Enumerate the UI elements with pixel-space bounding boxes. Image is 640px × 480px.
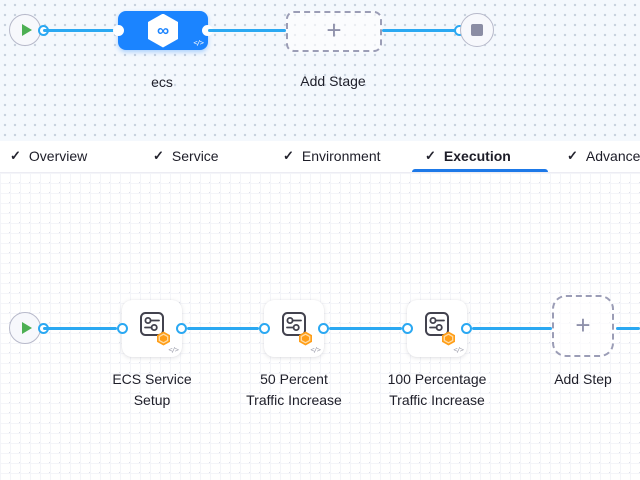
stage-label: ecs bbox=[151, 74, 173, 90]
plus-icon: + bbox=[326, 15, 342, 45]
tab-label: Overview bbox=[28, 148, 88, 164]
port bbox=[402, 323, 413, 334]
check-icon: ✓ bbox=[567, 148, 578, 163]
step-label: ECS Service Setup bbox=[82, 369, 222, 411]
connector-line bbox=[472, 327, 552, 330]
step-config-icon bbox=[140, 312, 164, 336]
step-node-ecs-service-setup[interactable]: </> bbox=[117, 300, 187, 357]
execution-start-node[interactable] bbox=[9, 312, 41, 344]
check-icon: ✓ bbox=[153, 148, 164, 163]
stop-icon bbox=[471, 24, 483, 36]
hexagon-badge-icon bbox=[442, 331, 455, 346]
tab-environment[interactable]: ✓ Environment bbox=[283, 141, 381, 171]
connector-line bbox=[187, 327, 259, 330]
play-icon bbox=[21, 322, 32, 334]
step-config-icon bbox=[282, 312, 306, 336]
connector-line bbox=[382, 29, 460, 32]
add-step-label: Add Step bbox=[554, 371, 612, 387]
plus-icon: + bbox=[575, 309, 591, 340]
tab-advanced[interactable]: ✓ Advanced bbox=[567, 141, 640, 171]
port bbox=[117, 323, 128, 334]
step-label-line2: Setup bbox=[133, 392, 171, 408]
step-node-100-percentage[interactable]: </> bbox=[402, 300, 472, 357]
hexagon-badge-icon bbox=[157, 331, 170, 346]
execution-graph-canvas[interactable]: </> ECS Service Setup </> bbox=[0, 173, 640, 480]
connector-line bbox=[329, 327, 402, 330]
connector-line bbox=[616, 327, 640, 330]
port bbox=[176, 323, 187, 334]
step-node-50-percent[interactable]: </> bbox=[259, 300, 329, 357]
tab-service[interactable]: ✓ Service bbox=[153, 141, 219, 171]
check-icon: ✓ bbox=[283, 148, 294, 163]
stage-node-ecs[interactable]: ∞ </> bbox=[113, 11, 213, 50]
step-label-line1: 100 Percentage bbox=[387, 371, 487, 387]
step-label-line1: ECS Service bbox=[112, 371, 192, 387]
tab-execution[interactable]: ✓ Execution bbox=[425, 141, 511, 171]
tab-label: Advanced bbox=[585, 148, 640, 164]
code-icon: </> bbox=[193, 39, 204, 47]
code-icon: </> bbox=[453, 346, 464, 354]
step-label-line2: Traffic Increase bbox=[246, 392, 342, 408]
check-icon: ✓ bbox=[10, 148, 21, 163]
add-stage-label: Add Stage bbox=[300, 73, 366, 89]
active-tab-underline bbox=[412, 169, 548, 172]
infinity-glyph: ∞ bbox=[156, 21, 170, 40]
harness-cd-hexagon-icon: ∞ bbox=[148, 13, 178, 48]
step-label-line1: 50 Percent bbox=[260, 371, 328, 387]
code-icon: </> bbox=[310, 346, 321, 354]
play-icon bbox=[21, 24, 32, 36]
port bbox=[461, 323, 472, 334]
tab-overview[interactable]: ✓ Overview bbox=[10, 141, 87, 171]
connector-line bbox=[43, 29, 118, 32]
tab-label: Environment bbox=[301, 148, 381, 164]
step-config-icon bbox=[425, 312, 449, 336]
code-icon: </> bbox=[168, 346, 179, 354]
tab-label: Execution bbox=[443, 148, 511, 164]
stage-tab-bar: ✓ Overview ✓ Service ✓ Environment ✓ Exe… bbox=[0, 141, 640, 173]
connector-line bbox=[43, 327, 117, 330]
port bbox=[113, 25, 124, 36]
check-icon: ✓ bbox=[425, 148, 436, 163]
step-label: 100 Percentage Traffic Increase bbox=[367, 369, 507, 411]
add-stage-button[interactable]: + bbox=[286, 11, 382, 52]
port bbox=[259, 323, 270, 334]
add-step-button[interactable]: + bbox=[552, 295, 614, 357]
pipeline-end-node[interactable] bbox=[460, 13, 494, 47]
connector-line bbox=[208, 29, 286, 32]
stage-graph-canvas[interactable]: ∞ </> ecs + Add Stage bbox=[0, 0, 640, 141]
hexagon-badge-icon bbox=[299, 331, 312, 346]
port bbox=[318, 323, 329, 334]
pipeline-start-node[interactable] bbox=[9, 14, 41, 46]
tab-label: Service bbox=[171, 148, 219, 164]
step-label-line2: Traffic Increase bbox=[389, 392, 485, 408]
step-label: 50 Percent Traffic Increase bbox=[224, 369, 364, 411]
